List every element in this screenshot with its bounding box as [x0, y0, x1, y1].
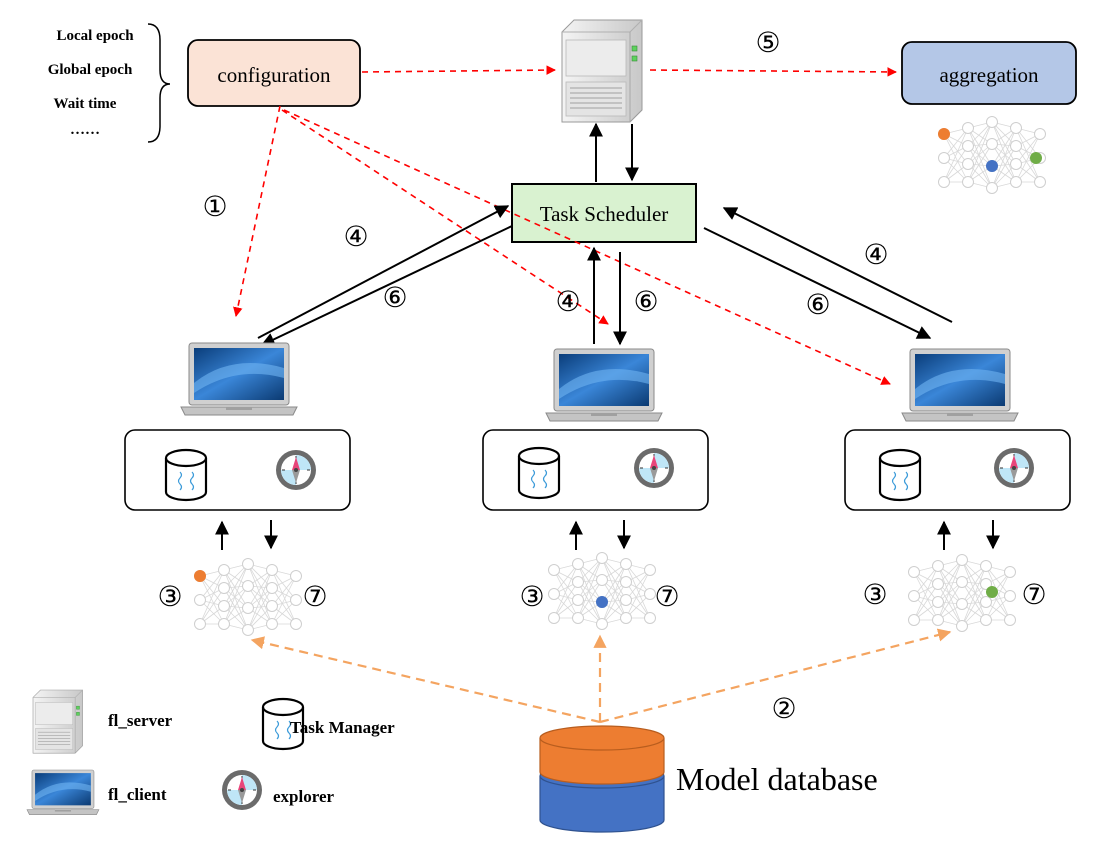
aggregation-box [901, 41, 1077, 105]
configuration-label: configuration [217, 63, 331, 87]
server-to-aggregation-arrow [649, 67, 897, 77]
task-scheduler-box [511, 183, 697, 243]
config-to-client3-arrow [283, 109, 891, 385]
task-scheduler-label: Task Scheduler [540, 202, 669, 226]
step-6-left-label: ⑥ [382, 283, 407, 314]
server-icon [561, 19, 643, 123]
laptop-icon [901, 348, 1019, 422]
config-param-local-epoch: Local epoch [56, 28, 134, 44]
legend-server-label: fl_server [108, 711, 173, 730]
step-6-middle-label: ⑥ [633, 287, 658, 318]
client-3-tools-box [844, 429, 1071, 511]
client1-to-scheduler-arrow [257, 205, 510, 339]
client-2: ③ ⑦ [482, 348, 709, 630]
legend-task-manager-label: Task Manager [290, 718, 395, 737]
step-7-middle-label: ⑦ [654, 582, 679, 613]
laptop-icon [545, 348, 663, 422]
step-3-left-label: ③ [157, 582, 182, 613]
client-1-tools-box [124, 429, 351, 511]
config-param-wait-time: Wait time [54, 96, 117, 112]
model-database-label: Model database [676, 761, 878, 797]
legend: fl_server Task Manager fl_client explore… [26, 689, 395, 815]
config-param-more: …… [70, 122, 100, 138]
step-3-right-label: ③ [862, 580, 887, 611]
config-to-server-arrow [361, 65, 556, 75]
config-param-global-epoch: Global epoch [48, 62, 133, 78]
explorer-icon [993, 447, 1035, 489]
legend-server-icon [32, 689, 83, 754]
step-6-right-label: ⑥ [805, 290, 830, 321]
task-manager-icon [164, 448, 208, 502]
config-to-client2-arrow [281, 109, 609, 325]
db-to-client1-arrow [250, 636, 601, 724]
step-7-right-label: ⑦ [1021, 580, 1046, 611]
client-2-tools-box [482, 429, 709, 511]
client-1-node-orange [194, 570, 206, 582]
configuration-box [187, 39, 361, 107]
explorer-icon [275, 449, 317, 491]
step-3-middle-label: ③ [519, 582, 544, 613]
database-icon [539, 725, 665, 833]
aggregation-node-orange [938, 128, 950, 140]
laptop-icon [180, 342, 298, 416]
client-3-node-green [986, 586, 998, 598]
aggregation-label: aggregation [939, 63, 1039, 87]
legend-laptop-icon [26, 769, 100, 815]
aggregation-node-green [1030, 152, 1042, 164]
step-7-left-label: ⑦ [302, 582, 327, 613]
scheduler-to-client3-arrow [703, 227, 932, 339]
config-to-client1-arrow [233, 105, 281, 317]
step-5-label: ⑤ [755, 28, 780, 59]
client-1-neural-network-icon [194, 558, 302, 636]
client-3-neural-network-icon [908, 554, 1016, 632]
scheduler-to-client1-arrow [260, 225, 513, 346]
task-manager-icon [517, 446, 561, 500]
task-manager-icon [878, 448, 922, 502]
legend-client-label: fl_client [108, 785, 167, 804]
aggregation-node-blue [986, 160, 998, 172]
step-4-left-label: ④ [343, 222, 368, 253]
step-2-label: ② [771, 694, 796, 725]
explorer-icon [633, 447, 675, 489]
legend-explorer-icon [221, 769, 263, 811]
step-4-right-label: ④ [863, 240, 888, 271]
config-brace [147, 23, 171, 143]
client-2-neural-network-icon [548, 552, 656, 630]
step-1-label: ① [202, 192, 227, 223]
db-to-client3-arrow [599, 628, 952, 724]
client3-to-scheduler-arrow [722, 207, 953, 323]
client-3: ③ ⑦ [844, 348, 1071, 632]
client-1: ③ ⑦ [124, 342, 351, 636]
client-2-node-blue [596, 596, 608, 608]
aggregation-neural-network-icon [938, 116, 1046, 194]
legend-explorer-label: explorer [273, 787, 335, 806]
step-4-middle-label: ④ [555, 287, 580, 318]
